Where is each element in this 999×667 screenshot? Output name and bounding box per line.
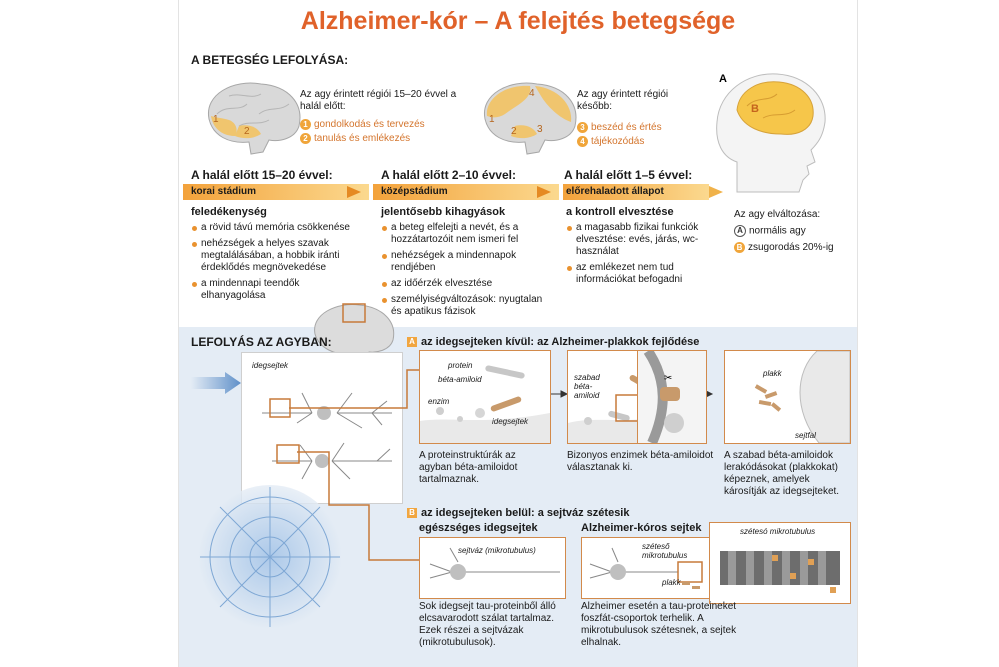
list-item: a mindennapi teendők elhanyagolása [191, 278, 361, 302]
head-marker-b: B [751, 103, 759, 115]
svg-text:✂: ✂ [664, 373, 672, 384]
page-title: Alzheimer-kór – A felejtés betegsége [300, 7, 736, 35]
label-neurons: idegsejtek [492, 417, 529, 426]
label-enzyme: enzim [428, 397, 450, 406]
stage1-label: korai stádium [191, 186, 257, 197]
label-cell-wall: sejtfal [795, 431, 816, 440]
section-brain-process-title: LEFOLYÁS AZ AGYBAN: [191, 335, 332, 349]
amyloid-caption-2: Bizonyos enzimek béta-amiloidot választa… [567, 450, 714, 473]
list-item: nehézségek a helyes szavak megtalálásába… [191, 238, 361, 274]
region-2-marker: 2 [511, 126, 517, 137]
amyloid-zoom-illustration: ✂ [643, 351, 684, 443]
stage1-bar [183, 184, 369, 200]
stage2-subtitle: jelentősebb kihagyások [381, 206, 506, 218]
region-3-marker: 3 [537, 124, 543, 135]
stage3-label: előrehaladott állapot [566, 186, 664, 197]
stage-arrows [347, 186, 723, 198]
stage1-heading: A halál előtt 15–20 évvel: [191, 168, 333, 182]
region-1-marker: 1 [213, 114, 219, 125]
head-marker-a: A [719, 73, 727, 85]
list-item: a rövid távú memória csökkenése [191, 222, 361, 234]
part-a-badge: A [407, 337, 417, 348]
stage3-bar [563, 184, 709, 200]
part-b-badge: B [407, 508, 417, 519]
healthy-caption: Sok idegsejt tau-proteinből álló elcsava… [419, 601, 556, 648]
stage2-label: középstádium [381, 186, 448, 197]
stage1-list: a rövid távú memória csökkenése nehézség… [191, 222, 361, 306]
neurons-overview-box: idegsejtek [241, 352, 403, 504]
brain1-intro: Az agy érintett régiói 15–20 évvel a hal… [300, 89, 457, 112]
stage1-subtitle: feledékenység [191, 206, 267, 218]
head-profile-illustration: A B [716, 73, 826, 193]
amyloid-caption-3: A szabad béta-amiloidok lerakódásokat (p… [724, 450, 840, 497]
label-plaque-b: plakk [662, 578, 681, 587]
alzheimer-cells-title: Alzheimer-kóros sejtek [581, 522, 702, 534]
list-item: személyiségváltozások: nyugtalan és apat… [381, 294, 551, 318]
list-item: nehézségek a mindennapok rendjében [381, 250, 551, 274]
region-2-marker: 2 [244, 126, 250, 137]
flow-arrow-icon [191, 372, 241, 394]
alzheimer-neuron-illustration [589, 547, 703, 589]
stage3-subtitle: a kontroll elvesztése [566, 206, 674, 218]
brain-change-title: Az agy elváltozása: [734, 209, 821, 220]
microtubule-zoom-illustration [720, 551, 840, 593]
brain-stage1-illustration: 1 2 [208, 82, 301, 155]
label-breaking-microtubule: széteső mikrotubulus [642, 542, 688, 560]
label-cytoskeleton: sejtváz (mikrotubulus) [458, 546, 536, 555]
healthy-cells-box: sejtváz (mikrotubulus) [419, 537, 566, 599]
label-beta-amyloid: béta-amiloid [438, 375, 482, 384]
stage2-heading: A halál előtt 2–10 évvel: [381, 168, 516, 182]
neurons-illustration [262, 392, 392, 480]
stage2-bar [373, 184, 559, 200]
region-4-marker: 4 [529, 88, 535, 99]
list-item: a magasabb fizikai funkciók elvesztése: … [566, 222, 704, 258]
label-plaque: plakk [763, 369, 782, 378]
amyloid-plaque-illustration [754, 351, 850, 443]
label-zoom-microtubule: szétesó mikrotubulus [740, 527, 816, 536]
neurons-label: idegsejtek [252, 361, 289, 370]
neural-network-illustration [198, 485, 342, 629]
amyloid-caption-1: A proteinstruktúrák az agyban béta-amilo… [419, 450, 518, 485]
stage3-list: a magasabb fizikai funkciók elvesztése: … [566, 222, 704, 290]
healthy-neuron-illustration [429, 547, 560, 580]
brain2-intro: Az agy érintett régiói később: [577, 89, 669, 112]
region-1-marker: 1 [489, 114, 495, 125]
stage2-list: a beteg elfelejti a nevét, és a hozzátar… [381, 222, 551, 322]
label-free-beta-amyloid: szabad béta-amiloid [574, 373, 600, 400]
list-item: a beteg elfelejti a nevét, és a hozzátar… [381, 222, 551, 246]
label-protein: protein [448, 361, 473, 370]
microtubule-zoom-box: szétesó mikrotubulus [709, 522, 851, 604]
healthy-cells-title: egészséges idegsejtek [419, 522, 538, 534]
list-item: az időérzék elvesztése [381, 278, 551, 290]
amyloid-plaque-box: plakk sejtfal [724, 350, 851, 444]
alzheimer-cells-box: széteső mikrotubulus plakk [581, 537, 713, 599]
amyloid-zoom-box: ✂ [637, 350, 707, 444]
list-item: az emlékezet nem tud információkat befog… [566, 262, 704, 286]
stage3-heading: A halál előtt 1–5 évvel: [564, 168, 693, 182]
brain-stage2-illustration: 4 1 2 3 [484, 82, 577, 155]
section-course-title: A BETEGSÉG LEFOLYÁSA: [191, 53, 349, 67]
alzheimer-caption: Alzheimer esetén a tau-proteineket foszf… [581, 601, 737, 648]
amyloid-step1-illustration [420, 365, 550, 443]
amyloid-step1-box: protein béta-amiloid enzim idegsejtek [419, 350, 551, 444]
infographic: Alzheimer-kór – A felejtés betegsége A B… [178, 0, 858, 667]
